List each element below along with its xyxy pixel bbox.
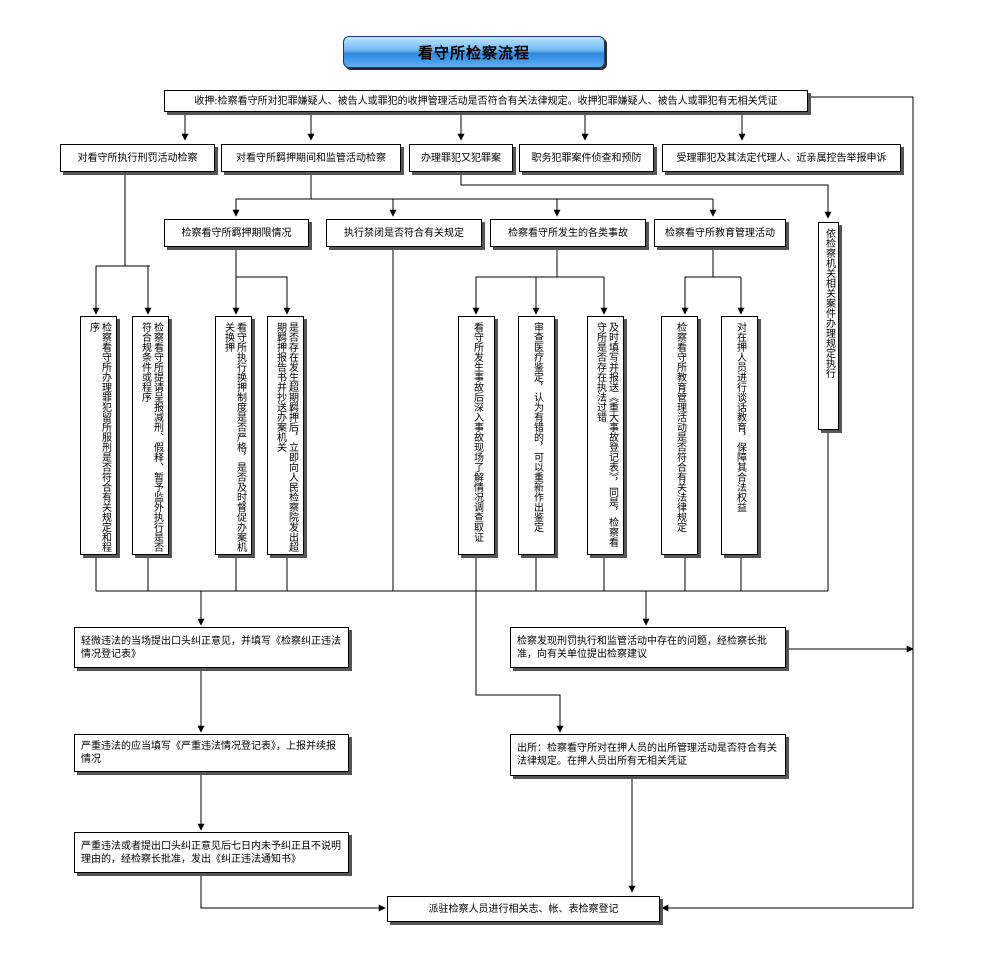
box-intake: 收押:检察看守所对犯罪嫌疑人、被告人或罪犯的收押管理活动是否符合有关法律规定。收… (164, 90, 808, 112)
vbox-1: 检察看守所办理罪犯留所服刑是否符合有关规定和程序 (80, 316, 117, 555)
vbox-4: 是否存在发生超期羁押后，立即向人民检察院发出超期羁押报告书并抄送办案机关 (267, 316, 304, 555)
box-correction-notice: 严重违法或者提出口头纠正意见后七日内未予纠正且不说明理由的，经检察长批准，发出《… (74, 832, 349, 873)
vbox-5: 看守所发生事故后深入事故现场了解情况调查取证 (458, 316, 495, 555)
page-title: 看守所检察流程 (343, 36, 605, 68)
box-confinement: 执行禁闭是否符合有关规定 (326, 219, 482, 247)
vbox-7: 及时填写并报送《重大事故登记表》，同是，检察看守所是否存在执法过错 (587, 316, 624, 555)
box-custody-period: 检察看守所羁押期限情况 (164, 219, 309, 247)
box-procuratorial-suggestion: 检察发现刑罚执行和监管活动中存在的问题，经检察长批准，向有关单位提出检察建议 (510, 627, 786, 668)
vbox-9: 对在押人员进行谈话教育，保障其合法权益 (721, 316, 758, 555)
box-minor-violation: 轻微违法的当场提出口头纠正意见，并填写《检察纠正违法情况登记表》 (74, 627, 349, 668)
box-accidents: 检察看守所发生的各类事故 (490, 219, 646, 247)
box-complaints: 受理罪犯及其法定代理人、近亲属控告举报申诉 (662, 144, 901, 172)
box-serious-violation: 严重违法的应当填写《严重违法情况登记表》，上报并续报情况 (74, 734, 349, 772)
box-final-registration: 派驻检察人员进行相关志、帐、表检察登记 (387, 896, 660, 922)
vbox-8: 检察看守所教育管理活动是否符合有关法律规定 (661, 316, 698, 555)
box-release: 出所：检察看守所对在押人员的出所管理活动是否符合有关法律规定。在押人员出所有无相… (510, 734, 786, 776)
vbox-3: 看守所执行换押制度是否严格，是否及时督促办案机关换押 (215, 316, 252, 555)
box-penalty-execution: 对看守所执行刑罚活动检察 (60, 144, 215, 172)
box-education-mgmt: 检察看守所教育管理活动 (654, 219, 786, 247)
vbox-6: 审查医疗鉴定，认为有错的，可以重新作出鉴定 (518, 316, 555, 555)
vbox-2: 检察看守所提请呈报减刑、假释、暂予监外执行是否符合规条件或程序 (132, 316, 169, 555)
box-case-rules: 依检察机关相关案件办理规定执行 (818, 222, 839, 430)
box-detention-supervision: 对看守所羁押期间和监管活动检察 (221, 144, 401, 172)
box-reoffense-case: 办理罪犯又犯罪案 (409, 144, 513, 172)
box-duty-crime: 职务犯罪案件侦查和预防 (519, 144, 654, 172)
